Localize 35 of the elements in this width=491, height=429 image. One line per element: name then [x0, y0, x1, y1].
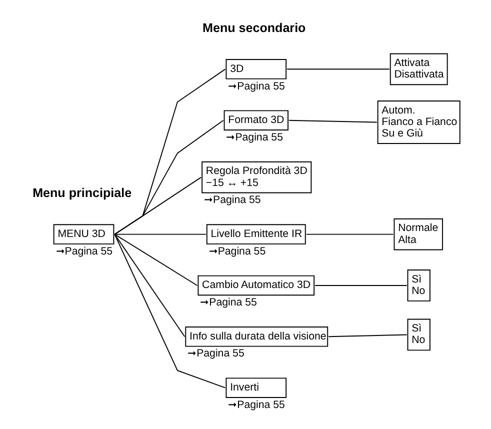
node-label: ➞Pagina 55: [228, 398, 284, 411]
connector: [114, 234, 206, 235]
connector: [114, 68, 226, 235]
connector: [114, 120, 224, 235]
node-label: ➞Pagina 55: [228, 80, 284, 92]
label: Menu principiale: [32, 186, 132, 200]
connector: [286, 68, 390, 70]
node-box: Regola Profondità 3D −15 ↔ +15: [201, 161, 312, 194]
node-box: Info sulla durata della visione: [184, 326, 328, 347]
node-label: ➞Pagina 55: [226, 131, 282, 144]
connector: [114, 234, 226, 388]
node-label: ➞Pagina 55: [208, 245, 266, 258]
node-label: ➞Pagina 55: [203, 194, 260, 206]
node-box: Attivata Disattivata: [389, 53, 448, 86]
node-box: Livello Emittente IR: [206, 224, 306, 244]
connector: [288, 120, 377, 123]
connector: [114, 234, 198, 286]
connector: [328, 334, 407, 338]
node-box: Normale Alta: [393, 218, 442, 250]
node-label: ➞Pagina 55: [187, 348, 244, 360]
node-box: MENU 3D: [52, 224, 114, 244]
node-box: Sì No: [406, 270, 430, 302]
connector: [114, 176, 202, 235]
connector: [305, 234, 394, 235]
node-box: Autom. Fianco a Fianco Su e Giù: [376, 100, 460, 144]
label: Menu secondario: [202, 20, 306, 35]
node-box: Formato 3D: [223, 110, 288, 130]
node-label: ➞Pagina 55: [55, 245, 112, 258]
node-box: Cambio Automatico 3D: [197, 275, 314, 296]
node-box: Sì No: [406, 318, 430, 351]
connector: [314, 285, 407, 286]
node-label: ➞Pagina 55: [200, 296, 256, 309]
node-box: 3D: [225, 59, 286, 80]
connector: [114, 234, 185, 338]
node-box: Inverti: [225, 378, 286, 398]
